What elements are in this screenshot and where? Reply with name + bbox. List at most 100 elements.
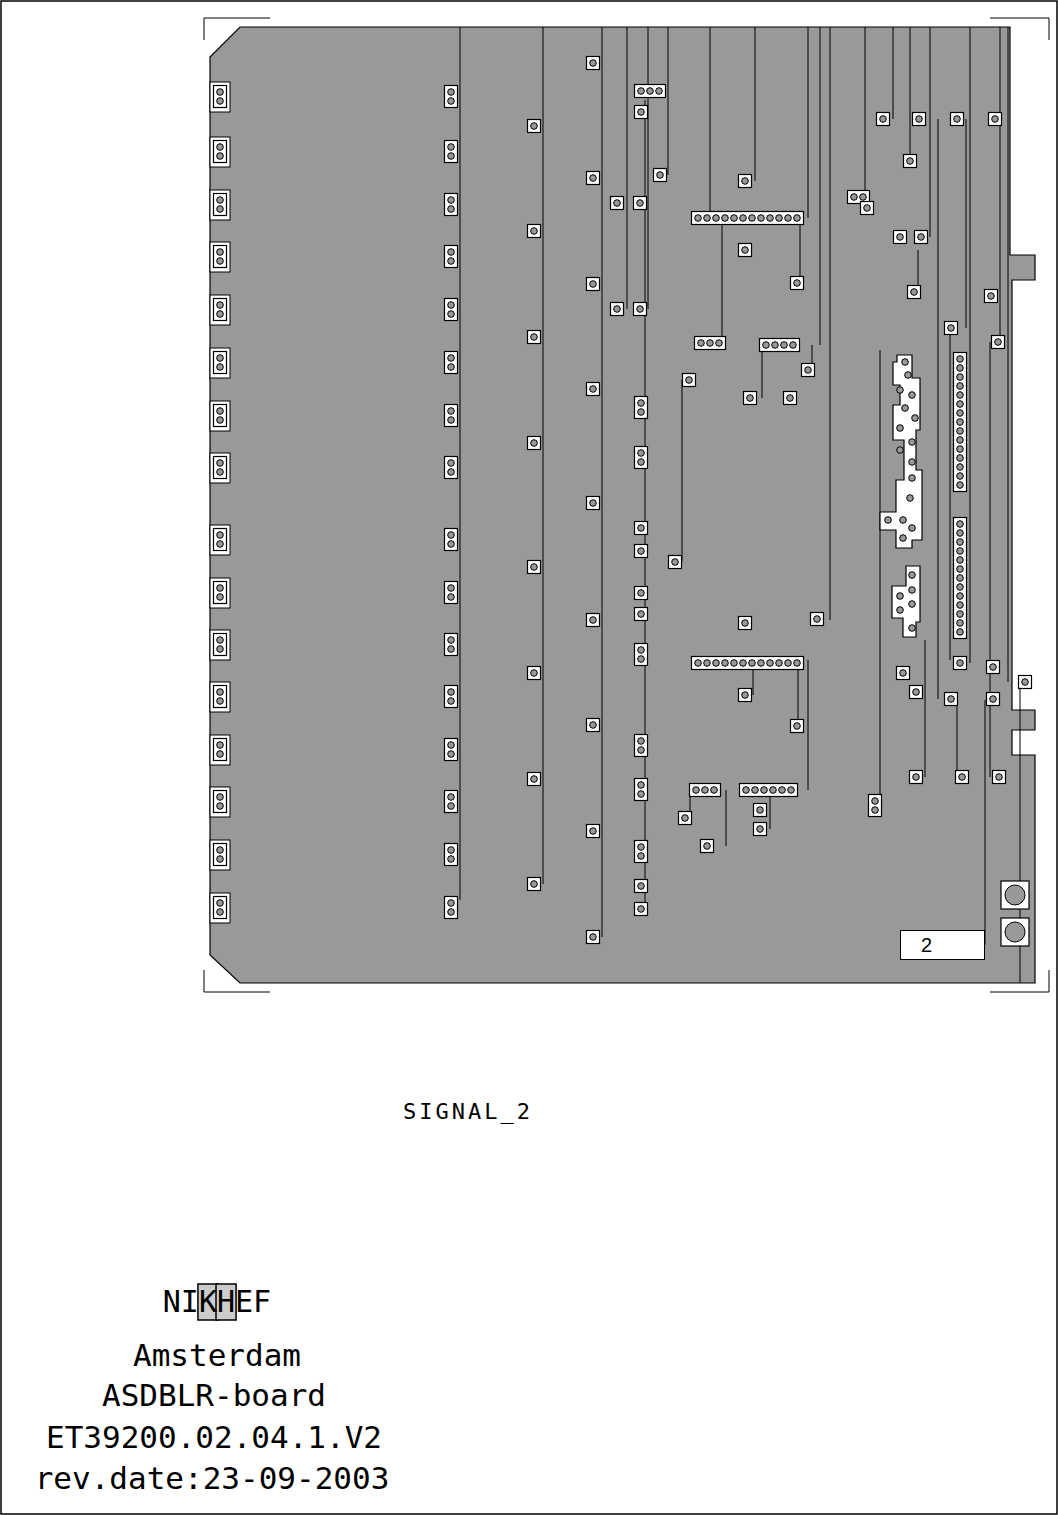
pad [791, 720, 804, 733]
pad [692, 657, 804, 670]
trace [1008, 27, 1009, 682]
pad [861, 202, 874, 215]
trace [1000, 27, 1001, 342]
pad [445, 141, 458, 163]
pad [1019, 676, 1032, 689]
board-outline [210, 27, 1035, 983]
pad [989, 113, 1002, 126]
pad [214, 739, 227, 761]
trace [682, 380, 683, 562]
pad [587, 825, 600, 838]
trace [755, 27, 756, 181]
pad [915, 231, 928, 244]
edge-tab [210, 82, 230, 112]
trace [930, 27, 931, 237]
pad [528, 331, 541, 344]
pad [635, 587, 648, 600]
pad [635, 447, 648, 469]
pad [587, 172, 600, 185]
edge-tab [210, 840, 230, 870]
via [885, 517, 892, 524]
board-name: ASDBLR-board [102, 1380, 326, 1411]
trace [627, 27, 628, 309]
edge-tab [210, 242, 230, 272]
pad [945, 322, 958, 335]
trace [808, 660, 809, 790]
pad [445, 739, 458, 761]
pad [528, 225, 541, 238]
edge-tab [210, 295, 230, 325]
pad [635, 397, 648, 419]
pad [528, 437, 541, 450]
pad [992, 336, 1005, 349]
pad [445, 686, 458, 708]
edge-tab [210, 525, 230, 555]
pad [740, 784, 798, 797]
pad [528, 561, 541, 574]
pad [654, 169, 667, 182]
pad [683, 374, 696, 387]
pad [635, 903, 648, 916]
pad [587, 614, 600, 627]
edge-tab [210, 348, 230, 378]
pad [635, 644, 648, 666]
pad [445, 246, 458, 268]
pad [894, 231, 907, 244]
pad [987, 661, 1000, 674]
pad [1005, 922, 1025, 942]
pad [951, 113, 964, 126]
pad [1001, 918, 1029, 946]
trace [800, 218, 801, 283]
trace [925, 640, 926, 777]
edge-tab [210, 630, 230, 660]
trace [820, 27, 821, 345]
trace [830, 27, 831, 620]
pad [695, 337, 726, 350]
pad [214, 405, 227, 427]
pad [587, 57, 600, 70]
pad [635, 880, 648, 893]
trace [880, 350, 881, 808]
pad [811, 613, 824, 626]
pad [635, 85, 666, 98]
pad [910, 686, 923, 699]
pad [445, 299, 458, 321]
pad [869, 795, 882, 817]
pad [956, 771, 969, 784]
pad [635, 841, 648, 863]
edge-tab [210, 735, 230, 765]
pad [214, 634, 227, 656]
trace [762, 345, 763, 398]
trace [970, 27, 971, 663]
pad [214, 686, 227, 708]
edge-tab [210, 893, 230, 923]
pad [913, 113, 926, 126]
edge-tab [210, 401, 230, 431]
trace [648, 27, 649, 309]
pad [445, 457, 458, 479]
edge-tab [210, 682, 230, 712]
pad [445, 897, 458, 919]
pad [701, 840, 714, 853]
pad [910, 771, 923, 784]
corner-marks [204, 18, 1049, 992]
pad [635, 106, 648, 119]
edge-tab [210, 578, 230, 608]
pad [214, 457, 227, 479]
via [902, 405, 909, 412]
pad [445, 582, 458, 604]
via [909, 392, 916, 399]
pad [445, 86, 458, 108]
pad [985, 290, 998, 303]
via [909, 601, 916, 608]
pad [954, 657, 967, 670]
trace [543, 27, 544, 884]
pad [634, 197, 647, 210]
pad [1005, 885, 1025, 905]
via [907, 495, 914, 502]
pad [445, 194, 458, 216]
via [909, 525, 916, 532]
trace [668, 27, 669, 175]
via [909, 587, 916, 594]
